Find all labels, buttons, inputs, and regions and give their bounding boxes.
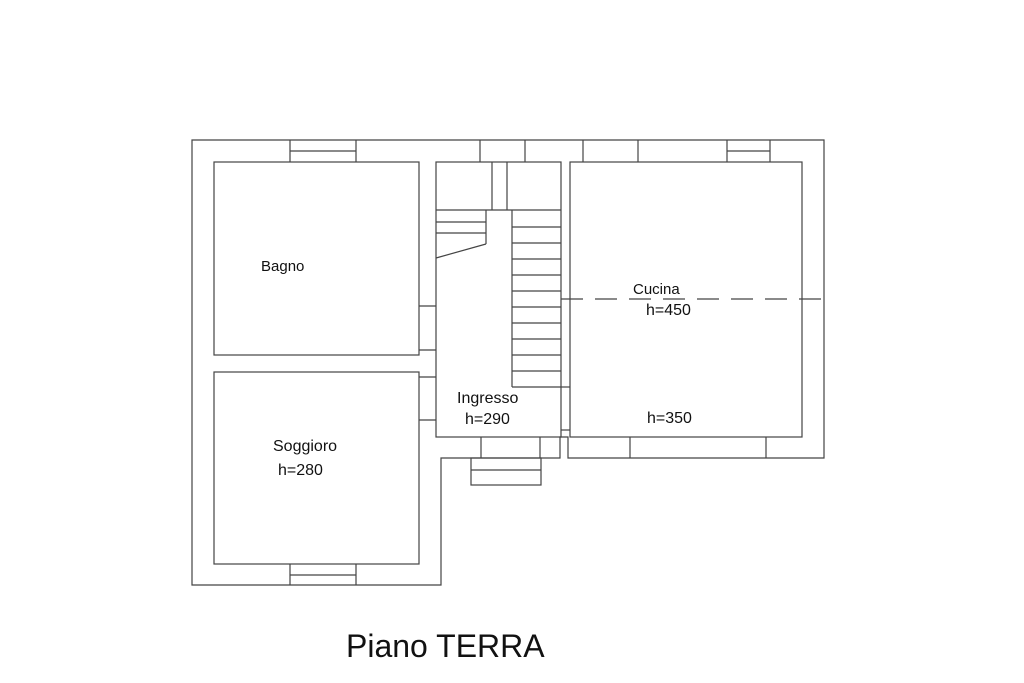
room-soggiorno xyxy=(213,371,420,565)
door-bagno xyxy=(419,305,436,351)
plan-title: Piano TERRA xyxy=(346,628,545,664)
label-soggiorno-height: h=280 xyxy=(278,462,323,479)
label-cucina-height-lower: h=350 xyxy=(647,410,692,427)
staircase xyxy=(435,162,561,388)
label-ingresso: Ingresso xyxy=(457,390,519,407)
door-cucina xyxy=(561,386,570,431)
label-soggiorno: Soggioro xyxy=(273,438,338,455)
window-top-left xyxy=(289,140,357,162)
label-ingresso-height: h=290 xyxy=(465,411,510,428)
label-cucina: Cucina xyxy=(633,281,680,298)
outer-wall xyxy=(191,139,825,586)
window-top-cucina-2 xyxy=(726,140,771,162)
window-bottom-soggiorno xyxy=(289,564,357,585)
window-top-cucina-1 xyxy=(582,140,639,162)
label-bagno: Bagno xyxy=(261,258,305,275)
door-soggiorno xyxy=(419,376,436,421)
window-top-center xyxy=(479,140,526,162)
label-cucina-height-upper: h=450 xyxy=(646,302,691,319)
entrance-door xyxy=(470,437,542,486)
room-bagno xyxy=(213,161,420,356)
